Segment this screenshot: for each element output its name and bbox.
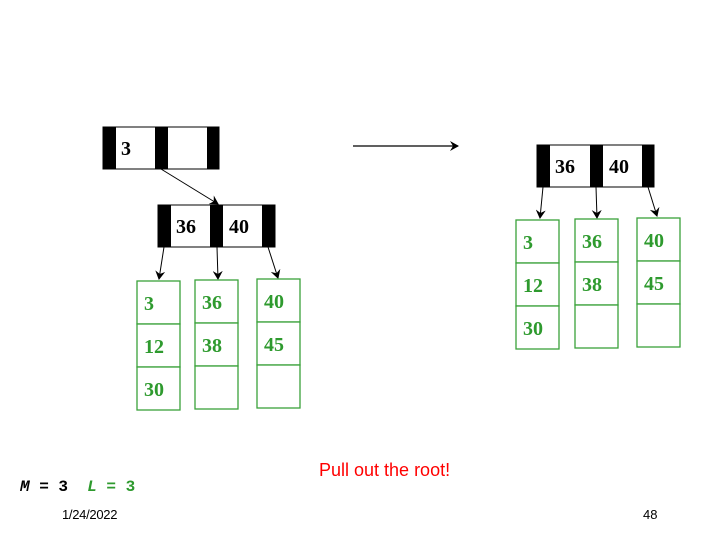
internal-key: 36 [176,216,196,238]
leaf-key: 38 [582,274,602,296]
pointer-slot [537,145,550,187]
leaf-key: 3 [144,293,154,315]
pointer-slot [642,145,654,187]
leaf-cell [136,323,181,368]
leaf-key: 36 [202,292,222,314]
leaf-key: 40 [644,230,664,252]
pointer-arrow [160,168,219,205]
pointer-slot [158,205,171,247]
leaf-key: 3 [523,232,533,254]
leaf-cell [256,364,301,409]
pointer-arrow [212,246,223,280]
leaf-cell [194,279,239,324]
leaf-cell [574,218,619,263]
pointer-arrow [647,186,660,217]
l-name: L [87,478,97,496]
pointer-slot [103,127,116,169]
after-root-node: 36 40 [536,144,655,188]
leaf-node: 3 12 30 [136,280,181,411]
root-key: 3 [121,138,131,160]
leaf-key: 38 [202,335,222,357]
m-name: M [20,478,30,496]
leaf-key: 30 [523,318,543,340]
leaf-key: 45 [644,273,664,295]
slide-caption: Pull out the root! [319,460,451,480]
leaf-cell [515,219,560,264]
slide-date: 1/24/2022 [62,507,118,522]
before-root-node: 3 [102,126,220,170]
page-number: 48 [643,507,658,522]
before-leaves: 3 12 30 36 38 40 45 [136,278,301,411]
pointer-arrow [591,186,602,219]
m-value: = 3 [29,478,69,496]
leaf-key: 30 [144,379,164,401]
leaf-cell [574,304,619,349]
leaf-cell [256,278,301,323]
l-value: = 3 [96,478,136,496]
pointer-slot [207,127,219,169]
before-internal-node: 36 40 [157,204,276,248]
pointer-slot [210,205,223,247]
pointer-arrow [267,246,281,279]
pointer-arrow [535,186,546,219]
parameters-label: M = 3 L = 3 [20,478,135,496]
leaf-node: 40 45 [256,278,301,409]
leaf-cell [515,305,560,350]
leaf-node: 40 45 [636,217,681,348]
internal-key: 40 [229,216,249,238]
after-leaves: 3 12 30 36 38 40 45 [515,217,681,350]
leaf-cell [515,262,560,307]
leaf-key: 12 [523,275,543,297]
pointer-slot [262,205,275,247]
root-key: 36 [555,156,575,178]
leaf-cell [136,366,181,411]
leaf-cell [636,303,681,348]
leaf-cell [194,365,239,410]
pointer-slot [590,145,603,187]
root-key: 40 [609,156,629,178]
leaf-node: 36 38 [574,218,619,349]
leaf-node: 3 12 30 [515,219,560,350]
leaf-node: 36 38 [194,279,239,410]
leaf-key: 36 [582,231,602,253]
pointer-slot [155,127,168,169]
pointer-arrow [155,246,166,280]
leaf-key: 45 [264,334,284,356]
leaf-key: 12 [144,336,164,358]
leaf-key: 40 [264,291,284,313]
leaf-cell [574,261,619,306]
